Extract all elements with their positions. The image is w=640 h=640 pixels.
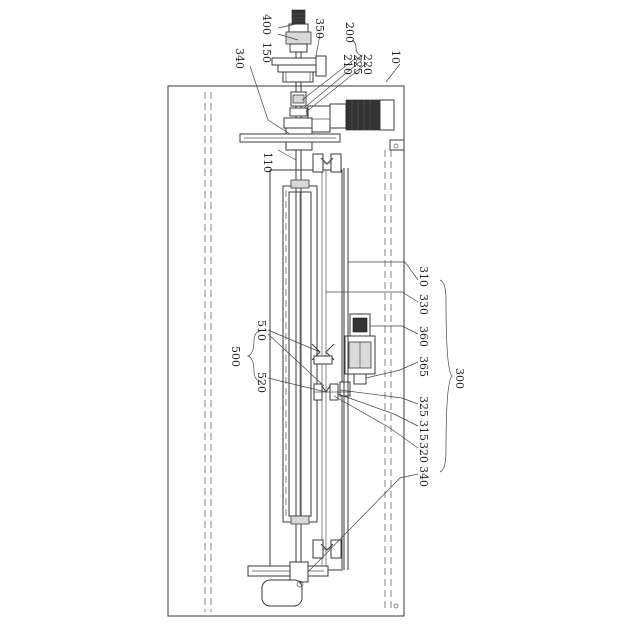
label-500: 500 — [229, 346, 242, 367]
cross-bar-340-bottom — [248, 562, 328, 606]
label-340-bottom: 340 — [417, 466, 430, 487]
guide-blocks-top — [313, 154, 341, 172]
label-10: 10 — [389, 50, 402, 64]
label-350: 350 — [313, 18, 326, 39]
top-plate-350 — [272, 56, 326, 82]
label-330: 330 — [417, 294, 430, 315]
drive-assembly-200 — [284, 92, 394, 132]
label-325: 325 — [417, 396, 430, 417]
label-365: 365 — [417, 356, 430, 377]
roller-500 — [270, 170, 342, 570]
label-315: 315 — [417, 420, 430, 441]
label-150: 150 — [260, 42, 273, 63]
label-510: 510 — [255, 320, 268, 341]
label-110: 110 — [261, 152, 274, 173]
top-coupling-400 — [286, 10, 311, 52]
actuator-360 — [345, 314, 375, 384]
label-340-top: 340 — [233, 48, 246, 69]
label-360: 360 — [417, 326, 430, 347]
label-400: 400 — [260, 14, 273, 35]
label-200: 200 — [343, 22, 356, 43]
label-210: 210 — [341, 54, 354, 75]
label-320: 320 — [417, 442, 430, 463]
label-310: 310 — [417, 266, 430, 287]
label-300: 300 — [453, 368, 466, 389]
label-520: 520 — [255, 372, 268, 393]
